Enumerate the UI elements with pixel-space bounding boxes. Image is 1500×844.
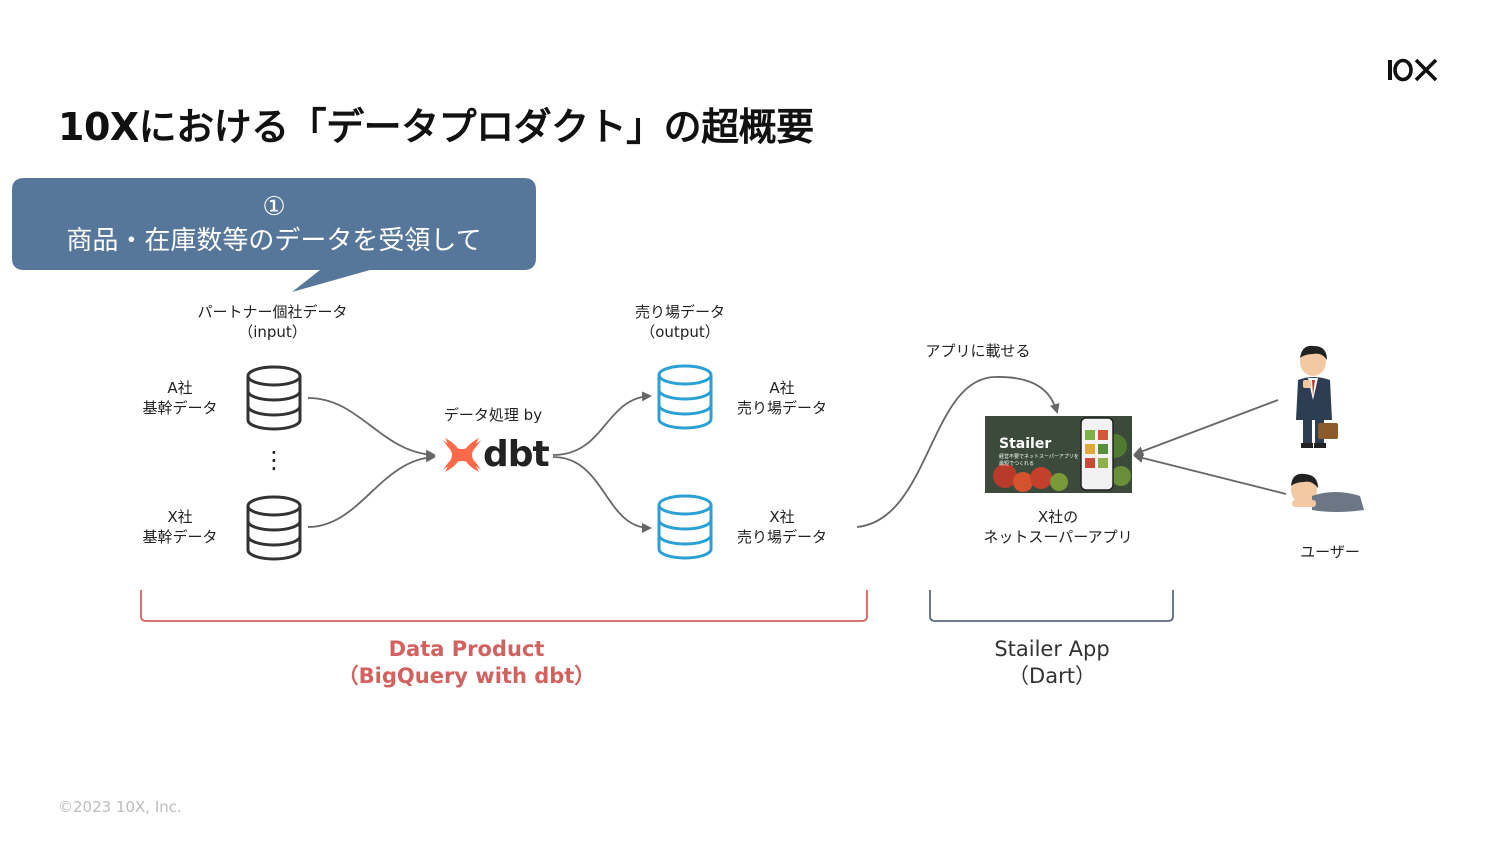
output-section-title: 売り場データ （output） [634,303,725,341]
callout-number: ① [262,192,286,222]
processing-label: データ処理 by [443,406,543,424]
app-arrow-label: アプリに載せる [925,342,1031,360]
stailer-thumbnail: Stailer 経営不要でネットスーパーアプリを最短でつくれる [985,416,1132,493]
ellipsis: ⋮ [262,446,286,474]
businessman-icon [1296,345,1338,448]
dbt-logo-icon [443,438,481,472]
callout-bubble [12,178,536,292]
database-icon-output-x [657,494,713,560]
lying-user-icon [1291,473,1364,512]
callout-message: 商品・在庫数等のデータを受領して [66,226,482,256]
copyright-footer: ©2023 10X, Inc. [58,798,182,816]
stailer-app-label: Stailer App （Dart） [994,637,1110,688]
database-icon-a [246,365,302,431]
users-label: ユーザー [1300,543,1360,561]
database-icon-x [246,495,302,561]
input-db-x-label: X社 基幹データ [142,508,218,546]
stailer-app-bracket [929,590,1174,622]
database-icon-output-a [657,364,713,430]
input-section-title: パートナー個社データ （input） [197,303,348,341]
stailer-thumbnail-image [985,416,1132,493]
page-title: 10Xにおける「データプロダクト」の超概要 [58,105,814,149]
dbt-wordmark: dbt [483,434,550,475]
stailer-caption: 経営不要でネットスーパーアプリを最短でつくれる [999,454,1079,467]
output-db-a-label: A社 売り場データ [736,379,827,417]
10x-logo [1388,58,1438,82]
data-product-label: Data Product （BigQuery with dbt） [337,637,596,688]
app-caption: X社の ネットスーパーアプリ [983,508,1133,546]
input-db-a-label: A社 基幹データ [142,379,218,417]
stailer-brand: Stailer [999,436,1052,452]
data-product-bracket [140,590,868,622]
output-db-x-label: X社 売り場データ [736,508,827,546]
callout-text: ① 商品・在庫数等のデータを受領して [12,190,536,258]
